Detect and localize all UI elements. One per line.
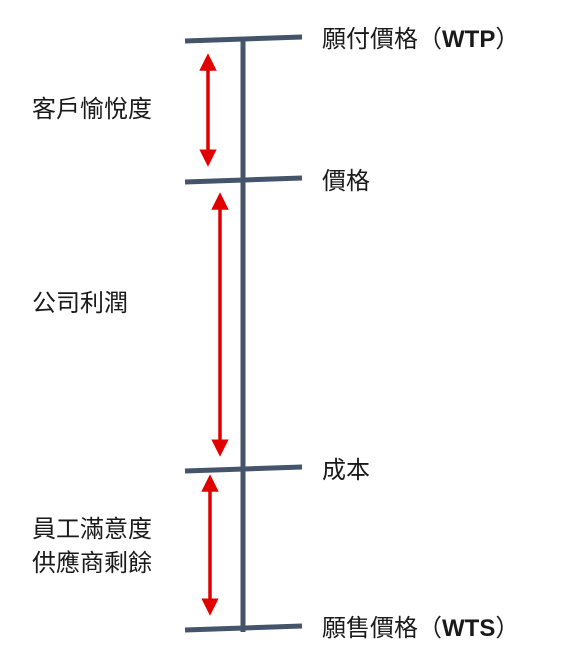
- wts-label-text: 願售價格（: [322, 614, 442, 642]
- wtp-label: 願付價格（WTP）: [322, 23, 519, 56]
- wts-label-close: ）: [495, 614, 520, 642]
- wtp-level-line: [184, 34, 303, 44]
- wtp-label-close: ）: [495, 25, 520, 53]
- company-profit-label: 公司利潤: [32, 289, 128, 317]
- wtp-label-text: 願付價格（: [322, 25, 442, 53]
- price-level-line: [184, 175, 303, 185]
- supplier-surplus-label: 員工滿意度 供應商剩餘: [32, 512, 152, 580]
- price-label: 價格: [322, 167, 370, 195]
- wts-acronym: WTS: [442, 615, 496, 642]
- wtp-acronym: WTP: [442, 26, 496, 53]
- cost-level-line: [184, 464, 303, 474]
- supplier-surplus-line: 供應商剩餘: [32, 549, 152, 577]
- cost-label: 成本: [322, 456, 370, 484]
- customer-delight-label: 客戶愉悅度: [32, 95, 152, 123]
- wts-label: 願售價格（WTS）: [322, 612, 519, 645]
- wts-level-line: [184, 623, 303, 633]
- employee-satisfaction-line: 員工滿意度: [32, 515, 152, 543]
